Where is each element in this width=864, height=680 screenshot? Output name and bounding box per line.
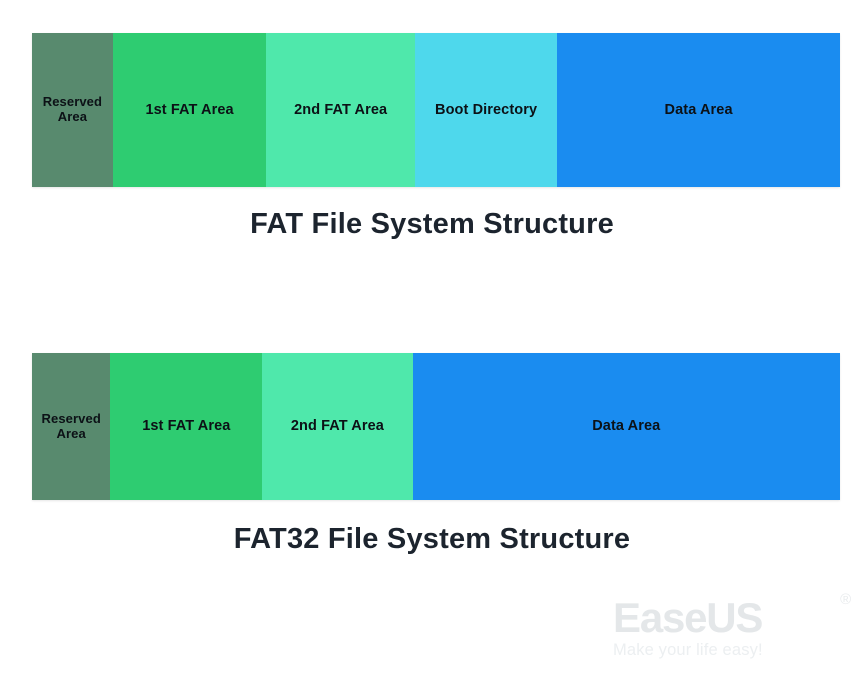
watermark-tagline: Make your life easy!	[613, 641, 763, 659]
segment-data-area: Data Area	[557, 33, 840, 187]
fat-diagram: Reserved Area 1st FAT Area 2nd FAT Area …	[32, 33, 840, 187]
fat32-diagram-caption: FAT32 File System Structure	[233, 523, 631, 555]
segment-boot-directory: Boot Directory	[414, 33, 558, 187]
segment-reserved-area: Reserved Area	[32, 353, 111, 500]
fat-structure-bar: Reserved Area 1st FAT Area 2nd FAT Area …	[32, 33, 840, 187]
segment-data-area: Data Area	[412, 353, 840, 500]
watermark-brand-text: EaseUS	[613, 594, 763, 641]
segment-1st-fat-area: 1st FAT Area	[110, 353, 263, 500]
watermark-brand: EaseUS ®	[613, 592, 851, 641]
fat-diagram-caption: FAT File System Structure	[250, 208, 614, 240]
segment-1st-fat-area: 1st FAT Area	[112, 33, 267, 187]
fat32-structure-bar: Reserved Area 1st FAT Area 2nd FAT Area …	[32, 353, 840, 500]
segment-2nd-fat-area: 2nd FAT Area	[266, 33, 415, 187]
easeus-watermark: EaseUS ® Make your life easy!	[613, 592, 851, 668]
registered-trademark-icon: ®	[840, 591, 851, 608]
segment-reserved-area: Reserved Area	[32, 33, 113, 187]
fat32-diagram: Reserved Area 1st FAT Area 2nd FAT Area …	[32, 353, 840, 500]
segment-2nd-fat-area: 2nd FAT Area	[262, 353, 413, 500]
